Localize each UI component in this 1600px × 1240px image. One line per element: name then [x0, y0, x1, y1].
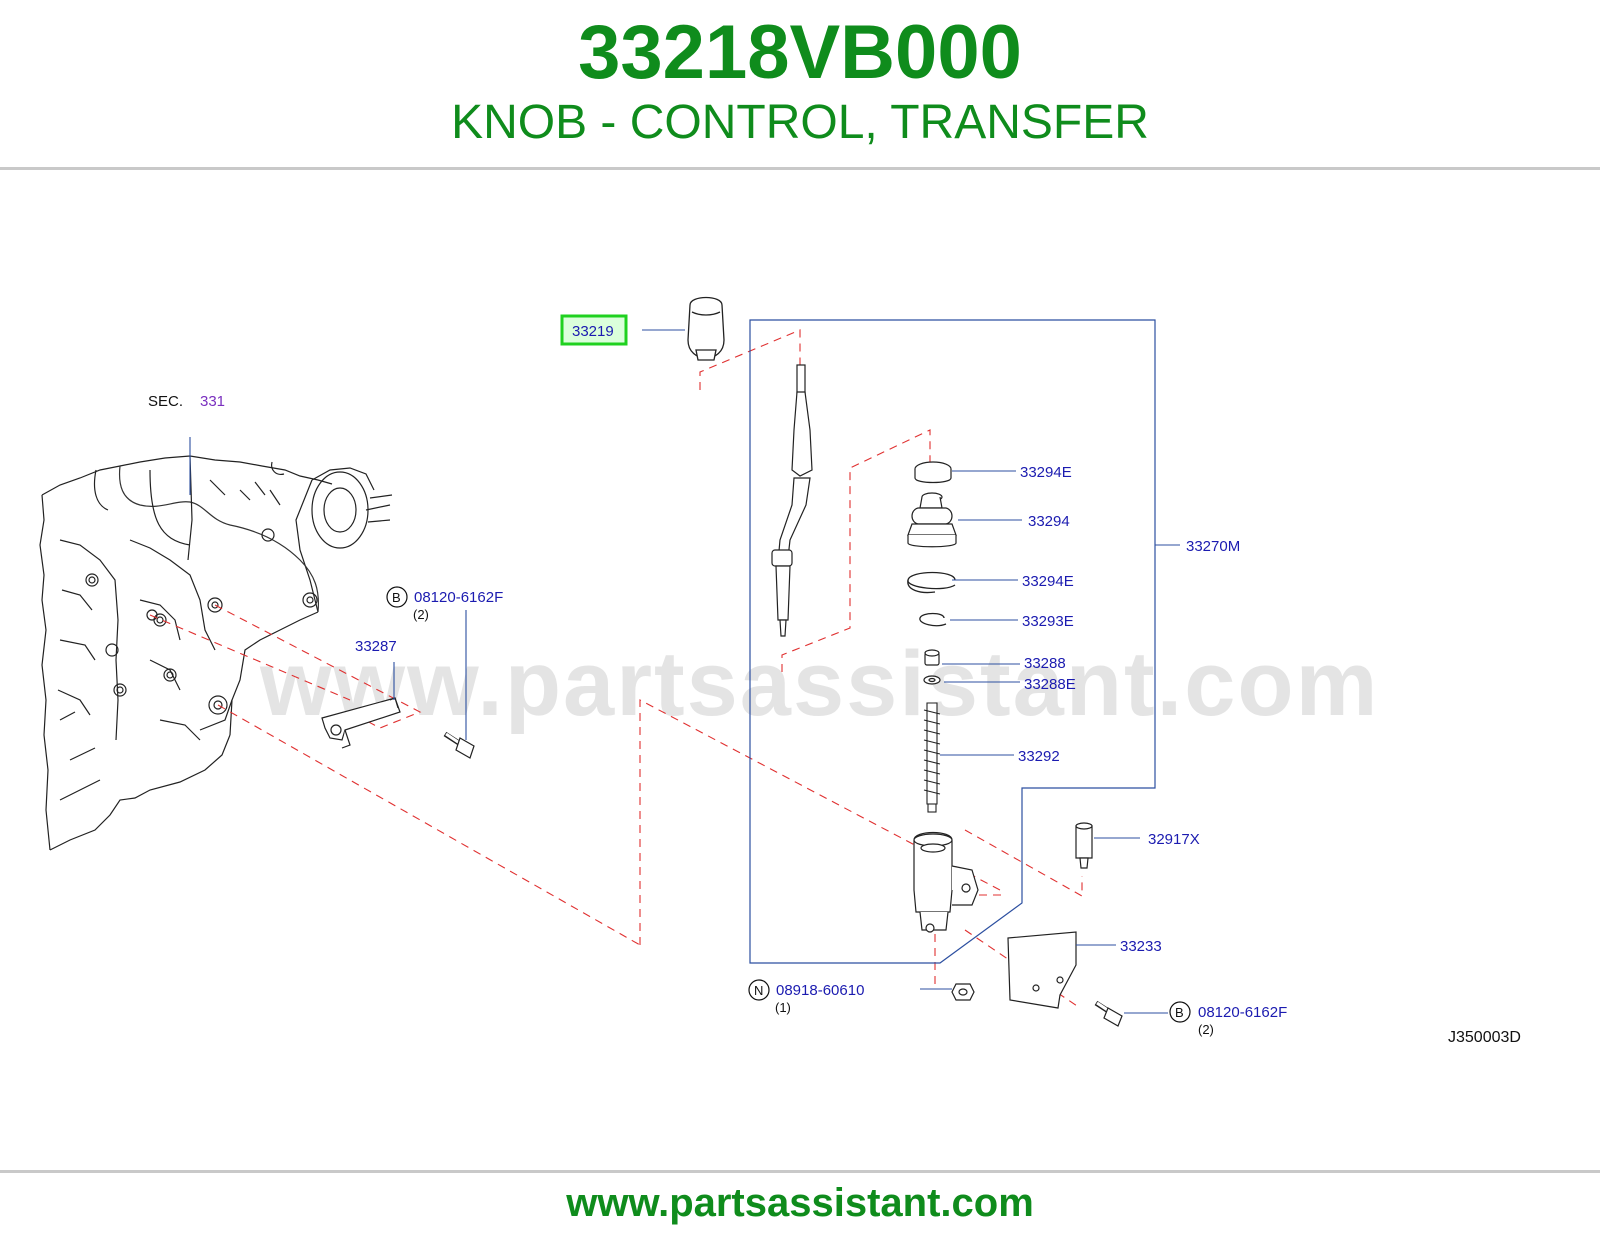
footer-url[interactable]: www.partsassistant.com [566, 1181, 1034, 1225]
cap-lower-illustration [907, 571, 956, 594]
part-name-subtitle: KNOB - CONTROL, TRANSFER [451, 96, 1149, 149]
label-33287[interactable]: 33287 [355, 638, 397, 655]
leader-lines [189, 329, 1180, 1014]
label-33292[interactable]: 33292 [1018, 748, 1060, 765]
qty-bolt-right: (2) [1198, 1022, 1214, 1037]
bolt-right-illustration [1094, 1000, 1123, 1027]
qty-bolt-left: (2) [413, 607, 429, 622]
footer-divider [0, 1170, 1600, 1173]
section-ref-number[interactable]: 331 [200, 393, 225, 410]
transfer-knob-illustration [687, 296, 725, 361]
label-33219[interactable]: 33219 [572, 323, 614, 340]
watermark-text: www.partsassistant.com [259, 633, 1379, 735]
code-badge-b-left [386, 586, 408, 608]
label-33294[interactable]: 33294 [1028, 513, 1070, 530]
section-ref-prefix: SEC. [148, 393, 183, 410]
label-08120-6162f-right[interactable]: 08120-6162F [1198, 1004, 1287, 1021]
code-letter-n: N [754, 983, 763, 998]
nut-illustration [951, 983, 975, 1001]
label-33288e[interactable]: 33288E [1024, 676, 1076, 693]
figure-code: J350003D [1448, 1029, 1521, 1046]
highlight-box-33219 [560, 314, 628, 346]
page-header: 33218VB000 KNOB - CONTROL, TRANSFER [0, 0, 1600, 170]
qty-nut: (1) [775, 1000, 791, 1015]
header-divider [0, 167, 1600, 170]
label-33294e-lower[interactable]: 33294E [1022, 573, 1074, 590]
bolt-left-illustration [443, 731, 475, 759]
boot-illustration [907, 492, 957, 548]
code-badge-b-right [1169, 1001, 1191, 1023]
label-33293e[interactable]: 33293E [1022, 613, 1074, 630]
control-lever-illustration [771, 364, 813, 637]
label-33270m[interactable]: 33270M [1186, 538, 1240, 555]
code-badge-n [748, 979, 770, 1001]
lever-assembly-boundary [749, 319, 1156, 964]
code-letter-b-left: B [392, 590, 401, 605]
plate-illustration [1007, 931, 1077, 1009]
label-08918-60610[interactable]: 08918-60610 [776, 982, 864, 999]
label-33288[interactable]: 33288 [1024, 655, 1066, 672]
spring-illustration [923, 702, 941, 813]
label-08120-6162f-left[interactable]: 08120-6162F [414, 589, 503, 606]
cap-upper-illustration [914, 461, 952, 484]
code-letter-b-right: B [1175, 1005, 1184, 1020]
part-number-title: 33218VB000 [578, 10, 1022, 95]
clip-illustration [919, 612, 947, 627]
bushing-illustration [923, 649, 941, 685]
label-32917x[interactable]: 32917X [1148, 831, 1200, 848]
label-33233[interactable]: 33233 [1120, 938, 1162, 955]
switch-illustration [1075, 822, 1093, 869]
label-33294e-upper[interactable]: 33294E [1020, 464, 1072, 481]
transfer-case-illustration [39, 455, 393, 851]
shift-housing-illustration [913, 831, 979, 933]
bracket-illustration [321, 697, 401, 749]
